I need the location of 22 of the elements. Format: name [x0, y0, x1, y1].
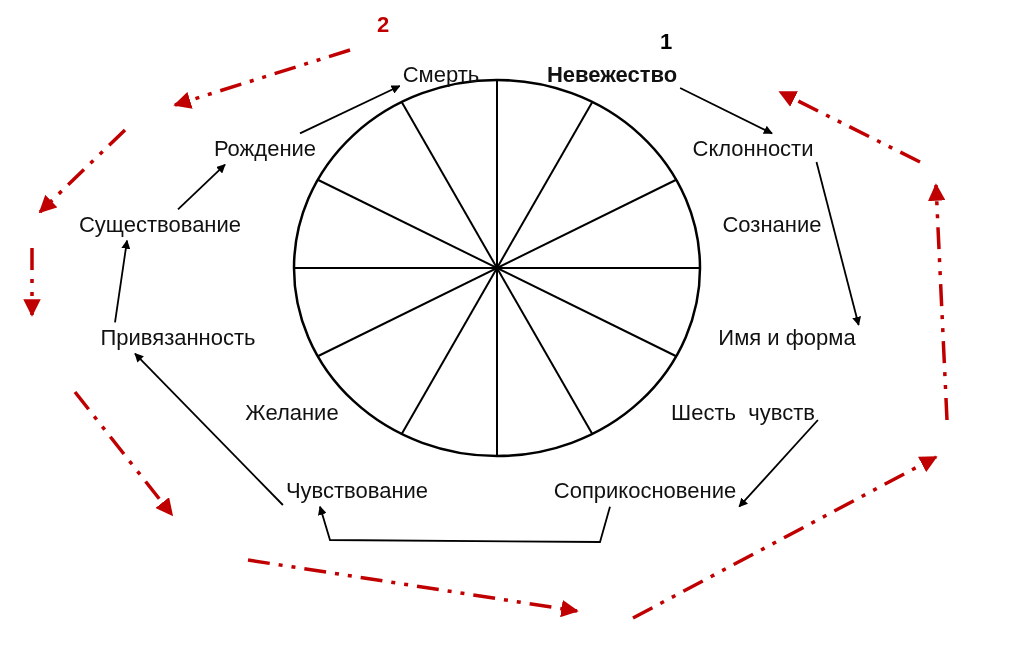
stage-label: Невежество: [546, 62, 678, 88]
stage-label: Существование: [78, 212, 242, 238]
arrow: [177, 163, 226, 211]
arrow: [114, 239, 131, 324]
stage-label: Желание: [245, 400, 339, 426]
stage-label: Склонности: [692, 136, 814, 162]
arrow: [318, 505, 611, 543]
arrow: [738, 419, 819, 508]
stage-label: Рождение: [213, 136, 317, 162]
arrow: [134, 352, 284, 506]
stage-label: Сознание: [722, 212, 822, 238]
stage-label: Чувствование: [285, 478, 429, 504]
stage-label: Соприкосновение: [553, 478, 737, 504]
stage-label: Имя и форма: [718, 325, 856, 351]
stage-label: Смерть: [402, 62, 480, 88]
arrow: [299, 85, 401, 135]
stage-label: Привязанность: [100, 325, 256, 351]
step-number: 2: [376, 12, 390, 38]
step-number: 1: [659, 29, 673, 55]
arrow: [815, 161, 861, 326]
stage-label: Шесть чувств: [671, 400, 815, 426]
arrow: [679, 87, 773, 135]
